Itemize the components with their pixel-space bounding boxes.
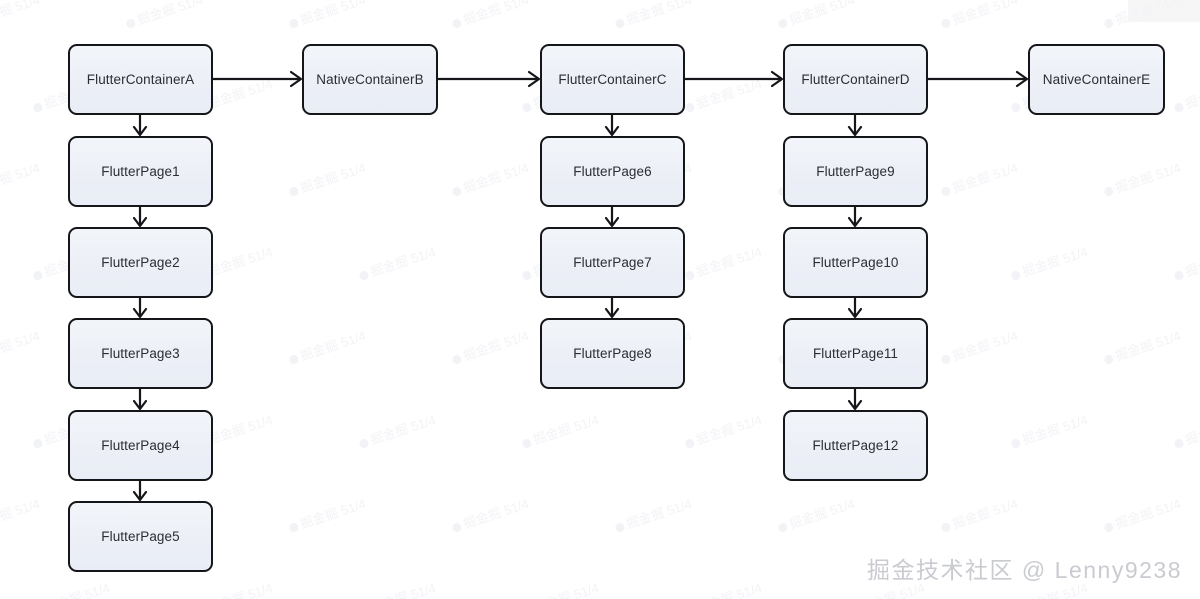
- arrow-flutter-page-1-to-flutter-page-2: [132, 207, 148, 228]
- background-watermark: 掘金掘 51/4: [449, 325, 531, 368]
- author-watermark: 掘金技术社区 @ Lenny9238: [867, 557, 1182, 583]
- background-watermark: 掘金掘 51/4: [694, 580, 764, 599]
- background-watermark: 掘金掘 51/4: [42, 580, 112, 599]
- node-label: NativeContainerE: [1042, 72, 1151, 87]
- background-watermark: 掘金掘 51/4: [0, 328, 42, 364]
- background-watermark: 掘金掘 51/4: [205, 580, 275, 599]
- arrow-flutter-page-6-to-flutter-page-7: [604, 207, 620, 228]
- arrow-flutter-page-10-to-flutter-page-11: [847, 298, 863, 319]
- node-flutter-page-4[interactable]: FlutterPage4: [68, 410, 213, 481]
- background-watermark: 掘金掘 51/4: [1008, 241, 1090, 284]
- background-watermark: 掘金掘 51/4: [1101, 157, 1183, 200]
- arrow-flutter-container-c-to-flutter-page-6: [604, 115, 620, 137]
- background-watermark: 掘金掘 51/4: [449, 493, 531, 536]
- node-flutter-page-10[interactable]: FlutterPage10: [783, 227, 928, 298]
- node-flutter-page-7[interactable]: FlutterPage7: [540, 227, 685, 298]
- node-flutter-container-d[interactable]: FlutterContainerD: [783, 44, 928, 115]
- arrow-flutter-container-d-to-flutter-page-9: [847, 115, 863, 137]
- background-watermark: 掘金掘 51/4: [938, 325, 1020, 368]
- node-label: FlutterPage4: [101, 438, 180, 453]
- background-watermark: 掘金掘 51/4: [682, 241, 764, 284]
- background-watermark: 掘金掘 51/4: [775, 493, 857, 536]
- background-watermark: 掘金掘 51/4: [286, 0, 368, 32]
- background-watermark: 掘金掘 51/4: [519, 409, 601, 452]
- arrow-flutter-page-7-to-flutter-page-8: [604, 298, 620, 319]
- node-label: FlutterPage12: [812, 438, 899, 453]
- node-flutter-page-9[interactable]: FlutterPage9: [783, 136, 928, 207]
- node-flutter-page-1[interactable]: FlutterPage1: [68, 136, 213, 207]
- background-watermark: 掘金掘 51/4: [612, 0, 694, 32]
- background-watermark: 掘金掘 51/4: [0, 496, 42, 532]
- top-edge-band: [1128, 0, 1200, 22]
- background-watermark: 掘金掘 51/4: [286, 157, 368, 200]
- background-watermark: 掘金掘 51/4: [368, 580, 438, 599]
- node-label: FlutterPage9: [816, 164, 895, 179]
- background-watermark: 掘金掘 51/4: [938, 157, 1020, 200]
- node-flutter-page-12[interactable]: FlutterPage12: [783, 410, 928, 481]
- background-watermark: 掘金掘 51/4: [356, 409, 438, 452]
- node-label: FlutterPage1: [101, 164, 180, 179]
- background-watermark: 掘金掘 51/4: [356, 241, 438, 284]
- node-flutter-container-a[interactable]: FlutterContainerA: [68, 44, 213, 115]
- node-label: FlutterPage5: [101, 529, 180, 544]
- background-watermark: 掘金掘 51/4: [612, 493, 694, 536]
- arrow-flutter-page-4-to-flutter-page-5: [132, 481, 148, 502]
- arrow-flutter-page-11-to-flutter-page-12: [847, 389, 863, 411]
- background-watermark: 掘金掘 51/4: [1171, 73, 1200, 116]
- background-watermark: 掘金掘 51/4: [449, 157, 531, 200]
- node-native-container-e[interactable]: NativeContainerE: [1028, 44, 1165, 115]
- node-flutter-container-c[interactable]: FlutterContainerC: [540, 44, 685, 115]
- node-native-container-b[interactable]: NativeContainerB: [302, 44, 438, 115]
- node-label: NativeContainerB: [316, 72, 424, 87]
- background-watermark: 掘金掘 51/4: [286, 493, 368, 536]
- node-flutter-page-8[interactable]: FlutterPage8: [540, 318, 685, 389]
- arrow-flutter-page-3-to-flutter-page-4: [132, 389, 148, 411]
- background-watermark: 掘金掘 51/4: [0, 0, 42, 28]
- node-label: FlutterContainerC: [558, 72, 667, 87]
- background-watermark: 掘金掘 51/4: [449, 0, 531, 32]
- node-flutter-page-5[interactable]: FlutterPage5: [68, 501, 213, 572]
- background-watermark: 掘金掘 51/4: [123, 0, 205, 32]
- background-watermark: 掘金掘 51/4: [1171, 409, 1200, 452]
- node-label: FlutterPage8: [573, 346, 652, 361]
- background-watermark: 掘金掘 51/4: [682, 73, 764, 116]
- background-watermark: 掘金掘 51/4: [938, 493, 1020, 536]
- background-watermark: 掘金掘 51/4: [1008, 409, 1090, 452]
- arrow-flutter-container-a-to-native-container-b: [213, 70, 303, 88]
- node-label: FlutterContainerD: [801, 72, 910, 87]
- node-label: FlutterPage11: [812, 346, 899, 361]
- node-flutter-page-2[interactable]: FlutterPage2: [68, 227, 213, 298]
- arrow-flutter-page-9-to-flutter-page-10: [847, 207, 863, 228]
- background-watermark: 掘金掘 51/4: [531, 580, 601, 599]
- node-label: FlutterPage6: [573, 164, 652, 179]
- node-flutter-page-6[interactable]: FlutterPage6: [540, 136, 685, 207]
- background-watermark: 掘金掘 51/4: [0, 160, 42, 196]
- arrow-flutter-page-2-to-flutter-page-3: [132, 298, 148, 319]
- node-label: FlutterContainerA: [86, 72, 195, 87]
- node-label: FlutterPage7: [573, 255, 652, 270]
- background-watermark: 掘金掘 51/4: [1101, 325, 1183, 368]
- background-watermark: 掘金掘 51/4: [938, 0, 1020, 32]
- background-watermark: 掘金掘 51/4: [1101, 493, 1183, 536]
- arrow-flutter-container-d-to-native-container-e: [928, 70, 1029, 88]
- node-flutter-page-3[interactable]: FlutterPage3: [68, 318, 213, 389]
- arrow-native-container-b-to-flutter-container-c: [438, 70, 541, 88]
- node-flutter-page-11[interactable]: FlutterPage11: [783, 318, 928, 389]
- background-watermark: 掘金掘 51/4: [775, 0, 857, 32]
- background-watermark: 掘金掘 51/4: [286, 325, 368, 368]
- node-label: FlutterPage2: [101, 255, 180, 270]
- background-watermark: 掘金掘 51/4: [682, 409, 764, 452]
- node-label: FlutterPage10: [812, 255, 899, 270]
- arrow-flutter-container-c-to-flutter-container-d: [685, 70, 784, 88]
- background-watermark: 掘金掘 51/4: [1171, 241, 1200, 284]
- arrow-flutter-container-a-to-flutter-page-1: [132, 115, 148, 137]
- node-label: FlutterPage3: [101, 346, 180, 361]
